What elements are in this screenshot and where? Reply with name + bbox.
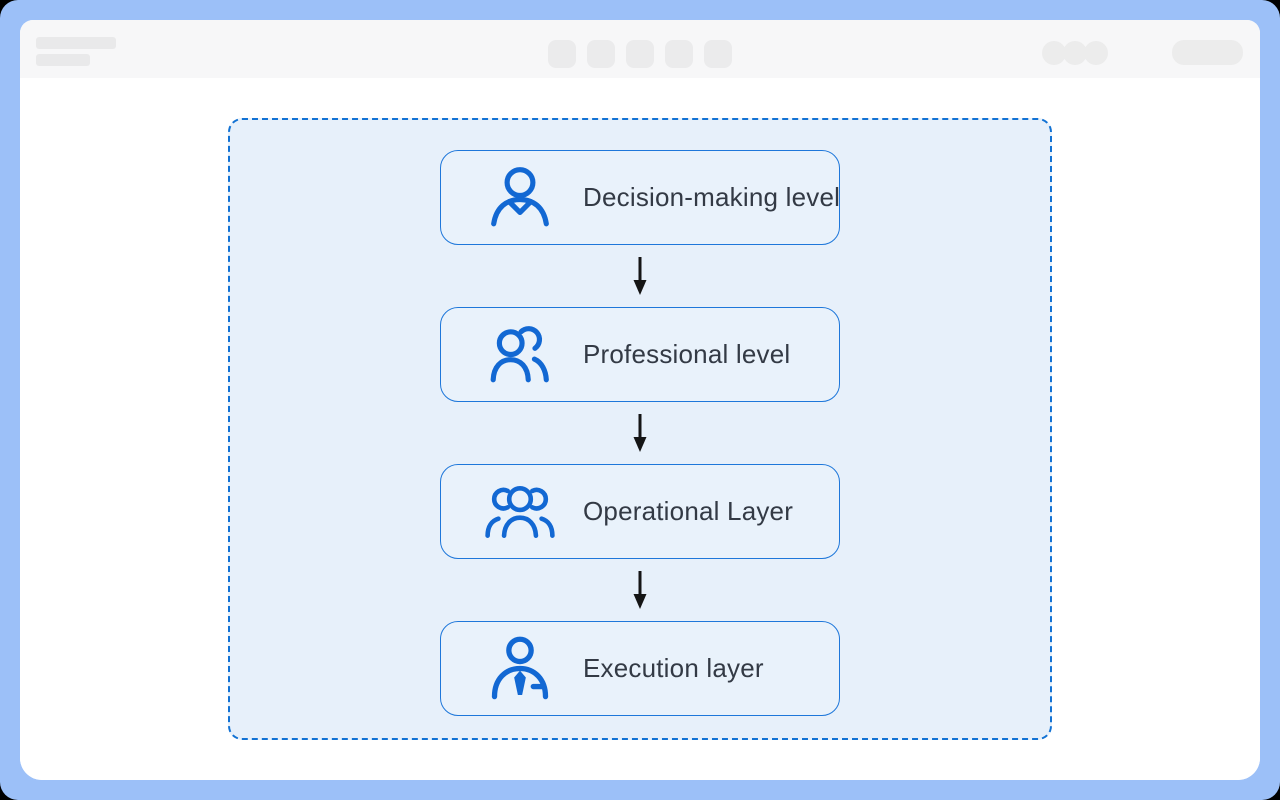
flow-node-label: Operational Layer	[583, 496, 794, 526]
down-arrow-icon	[633, 571, 647, 609]
person-collar-icon	[491, 166, 549, 226]
tab-placeholder[interactable]	[665, 40, 693, 68]
page-content: Decision-making level	[20, 78, 1260, 780]
skeleton-text-bar	[36, 54, 90, 66]
flow-node-execution: Execution layer	[440, 621, 840, 716]
flow-node-label: Decision-making level	[583, 182, 841, 212]
three-people-icon	[485, 485, 555, 538]
person-tie-icon	[491, 636, 549, 699]
hierarchy-flowchart-container: Decision-making level	[228, 118, 1052, 740]
chrome-action-circle[interactable]	[1084, 40, 1108, 65]
flow-node-operational: Operational Layer	[440, 464, 840, 559]
tab-placeholder[interactable]	[548, 40, 576, 68]
flow-node-label: Execution layer	[583, 653, 764, 683]
browser-chrome-bar	[20, 20, 1260, 78]
flow-connector	[632, 559, 648, 621]
icon-zone	[469, 322, 571, 388]
icon-zone	[469, 635, 571, 703]
flow-node-decision-making: Decision-making level	[440, 150, 840, 245]
icon-zone	[469, 165, 571, 231]
tab-placeholder[interactable]	[704, 40, 732, 68]
flow-node-label: Professional level	[583, 339, 791, 369]
chrome-action-circle[interactable]	[1042, 40, 1066, 65]
skeleton-text-bar	[36, 37, 116, 49]
flow-connector	[632, 245, 648, 307]
chrome-actions-group	[1042, 40, 1243, 65]
two-people-icon	[490, 325, 549, 382]
chrome-action-circle[interactable]	[1063, 40, 1087, 65]
flow-connector	[632, 402, 648, 464]
down-arrow-icon	[633, 414, 647, 452]
tab-placeholder[interactable]	[587, 40, 615, 68]
tab-placeholder-group	[548, 40, 732, 68]
flow-node-professional: Professional level	[440, 307, 840, 402]
icon-zone	[469, 482, 571, 542]
browser-window: Decision-making level	[20, 20, 1260, 780]
chrome-button-pill[interactable]	[1172, 40, 1243, 65]
tab-placeholder[interactable]	[626, 40, 654, 68]
down-arrow-icon	[633, 257, 647, 295]
